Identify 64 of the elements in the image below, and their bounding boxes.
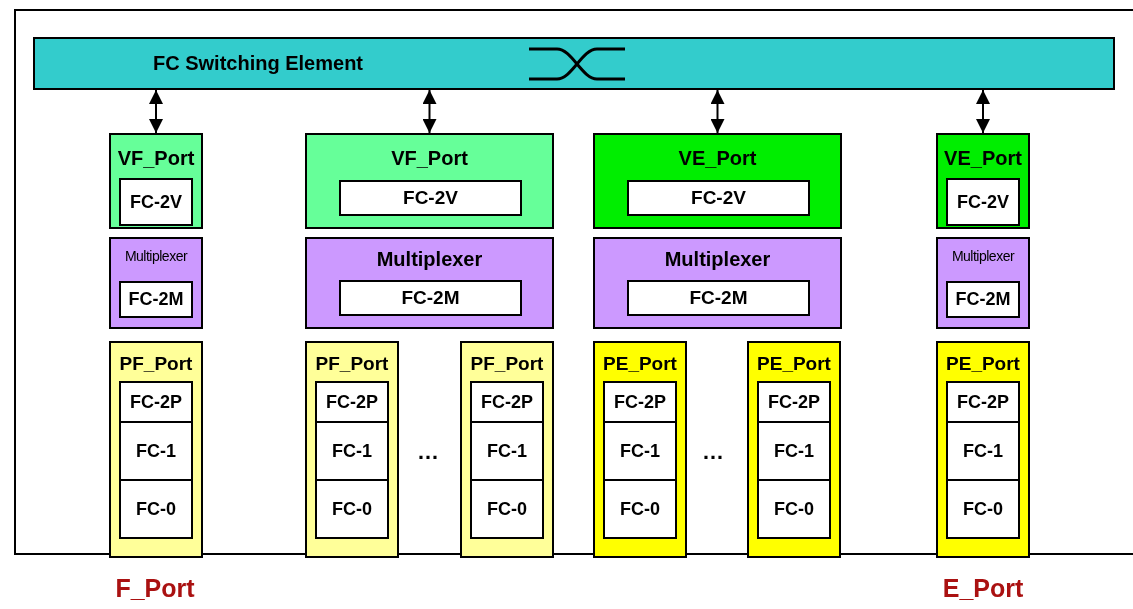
multiplexer-box — [109, 237, 203, 329]
ellipsis: … — [417, 439, 439, 465]
layer-box: FC-0 — [946, 479, 1020, 539]
double-arrow — [149, 89, 163, 134]
layer-box: FC-2V — [946, 178, 1020, 226]
port-label: VF_Port — [390, 147, 469, 170]
port-label: VE_Port — [943, 147, 1023, 170]
layer-box: FC-0 — [603, 479, 677, 539]
layer-box: FC-2P — [315, 381, 389, 423]
layer-box: FC-1 — [119, 421, 193, 481]
layer-box: FC-2P — [946, 381, 1020, 423]
port-label: PE_Port — [945, 353, 1021, 375]
layer-box: FC-0 — [315, 479, 389, 539]
multiplexer-box — [936, 237, 1030, 329]
port-label: PF_Port — [469, 353, 545, 375]
port-label: PF_Port — [314, 353, 390, 375]
layer-box: FC-0 — [119, 479, 193, 539]
layer-box: FC-1 — [946, 421, 1020, 481]
layer-box: FC-0 — [470, 479, 544, 539]
double-arrow — [710, 89, 725, 134]
multiplexer-label: Multiplexer — [123, 248, 189, 264]
layer-box: FC-1 — [757, 421, 831, 481]
port-label: PE_Port — [602, 353, 678, 375]
port-box — [109, 341, 203, 558]
port-box — [305, 341, 399, 558]
double-arrow — [976, 89, 990, 134]
port-box — [936, 133, 1030, 229]
ellipsis: … — [702, 439, 724, 465]
multiplexer-box — [305, 237, 554, 329]
layer-box: FC-2V — [627, 180, 810, 216]
layer-box: FC-2V — [339, 180, 522, 216]
port-label: PF_Port — [118, 353, 194, 375]
port-box — [593, 341, 687, 558]
layer-box: FC-2P — [470, 381, 544, 423]
multiplexer-label: Multiplexer — [950, 248, 1016, 264]
port-label: VF_Port — [116, 147, 196, 170]
port-box — [747, 341, 841, 558]
layer-box: FC-2P — [603, 381, 677, 423]
switching-element-bar — [33, 37, 1115, 90]
layer-box: FC-2V — [119, 178, 193, 226]
layer-box: FC-1 — [315, 421, 389, 481]
port-box — [109, 133, 203, 229]
layer-box: FC-2M — [946, 281, 1020, 318]
bar-title: FC Switching Element — [153, 52, 364, 75]
port-label: PE_Port — [756, 353, 832, 375]
port-type-label: F_Port — [115, 573, 195, 603]
port-box — [460, 341, 554, 558]
layer-box: FC-2P — [119, 381, 193, 423]
layer-box: FC-2M — [119, 281, 193, 318]
multiplexer-label: Multiplexer — [663, 248, 772, 271]
layer-box: FC-2M — [627, 280, 810, 316]
double-arrow — [422, 89, 437, 134]
multiplexer-box — [593, 237, 842, 329]
port-label: VE_Port — [677, 147, 758, 170]
port-box — [936, 341, 1030, 558]
port-box — [305, 133, 554, 229]
layer-box: FC-2P — [757, 381, 831, 423]
layer-box: FC-1 — [603, 421, 677, 481]
multiplexer-label: Multiplexer — [375, 248, 484, 271]
port-box — [593, 133, 842, 229]
layer-box: FC-1 — [470, 421, 544, 481]
layer-box: FC-0 — [757, 479, 831, 539]
layer-box: FC-2M — [339, 280, 522, 316]
port-type-label: E_Port — [942, 573, 1024, 603]
